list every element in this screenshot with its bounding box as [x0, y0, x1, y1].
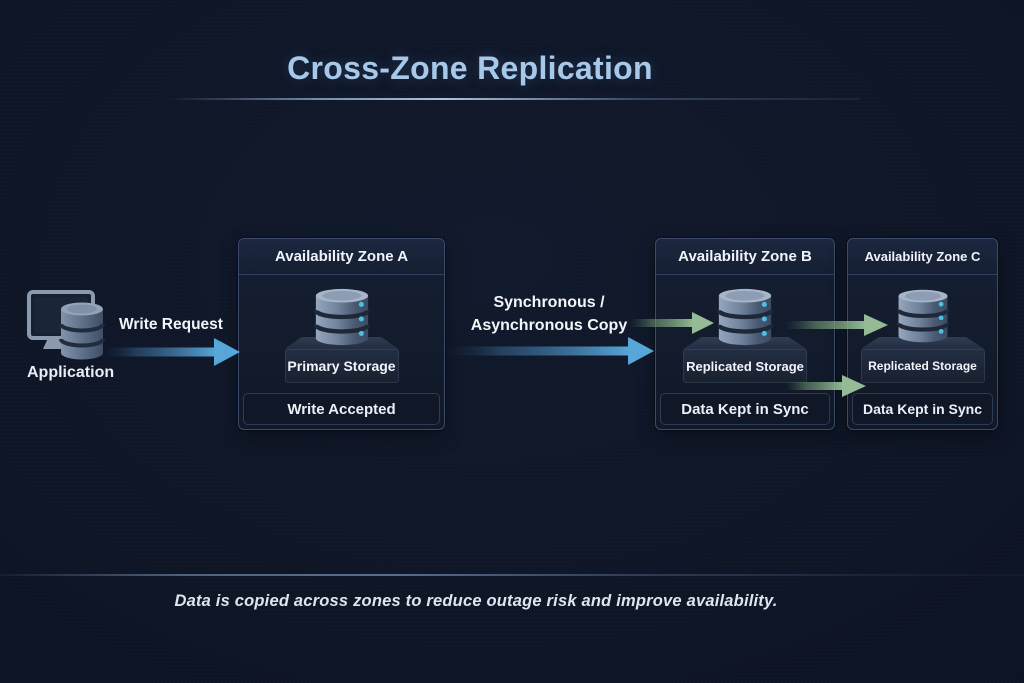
zone-a-storage-pedestal: Primary Storage	[284, 337, 399, 383]
replication-arrow-b-to-c-top-icon	[786, 314, 888, 336]
zone-c-footer: Data Kept in Sync	[852, 393, 993, 425]
zone-a: Availability Zone A Primary Storage Writ…	[238, 238, 445, 430]
write-request-arrow-icon	[103, 338, 240, 366]
replication-arrow-into-b-icon	[630, 312, 714, 334]
zone-a-storage-label: Primary Storage	[287, 358, 396, 374]
zone-c-storage-pedestal: Replicated Storage	[860, 337, 985, 383]
title-divider	[168, 98, 860, 100]
zone-b: Availability Zone B Replicated Storage D…	[655, 238, 835, 430]
zone-a-storage-panel: Primary Storage	[284, 349, 399, 383]
copy-label-line1: Synchronous /	[493, 294, 605, 311]
zone-a-body: Primary Storage	[239, 275, 444, 391]
copy-label: Synchronous / Asynchronous Copy	[443, 291, 655, 337]
zone-a-footer: Write Accepted	[243, 393, 440, 425]
footer-divider	[0, 574, 1024, 576]
zone-a-database-icon	[311, 287, 373, 347]
zone-c-body: Replicated Storage	[848, 275, 997, 391]
zone-a-title: Availability Zone A	[274, 248, 409, 265]
zone-b-status: Data Kept in Sync	[681, 400, 809, 418]
page-title: Cross-Zone Replication	[287, 50, 653, 86]
zone-c-header: Availability Zone C	[848, 239, 997, 275]
zone-b-footer: Data Kept in Sync	[660, 393, 830, 425]
zone-b-body: Replicated Storage	[656, 275, 834, 391]
zone-c-status: Data Kept in Sync	[862, 401, 983, 417]
pedestal-top-face	[860, 337, 985, 349]
zone-c: Availability Zone C Replicated Storage D…	[847, 238, 998, 430]
replication-arrow-b-to-c-bottom-icon	[786, 375, 866, 397]
zone-a-status: Write Accepted	[287, 400, 396, 418]
copy-label-line2: Asynchronous Copy	[470, 317, 628, 334]
zone-c-storage-panel: Replicated Storage	[860, 349, 985, 383]
zone-b-database-icon	[714, 287, 776, 347]
zone-b-storage-label: Replicated Storage	[686, 358, 804, 374]
application-icon	[26, 289, 108, 365]
zone-b-title: Availability Zone B	[678, 248, 812, 265]
zone-c-title: Availability Zone C	[864, 249, 981, 264]
application-label: Application	[27, 364, 115, 381]
zone-a-header: Availability Zone A	[239, 239, 444, 275]
zone-b-storage-panel: Replicated Storage	[683, 349, 807, 383]
zone-b-storage-pedestal: Replicated Storage	[683, 337, 807, 383]
write-request-label: Write Request	[119, 316, 223, 333]
zone-c-storage-label: Replicated Storage	[868, 359, 977, 373]
zone-b-header: Availability Zone B	[656, 239, 834, 275]
zone-c-database-icon	[894, 287, 952, 345]
copy-arrow-icon	[445, 337, 654, 365]
footer-caption: Data is copied across zones to reduce ou…	[174, 592, 778, 610]
